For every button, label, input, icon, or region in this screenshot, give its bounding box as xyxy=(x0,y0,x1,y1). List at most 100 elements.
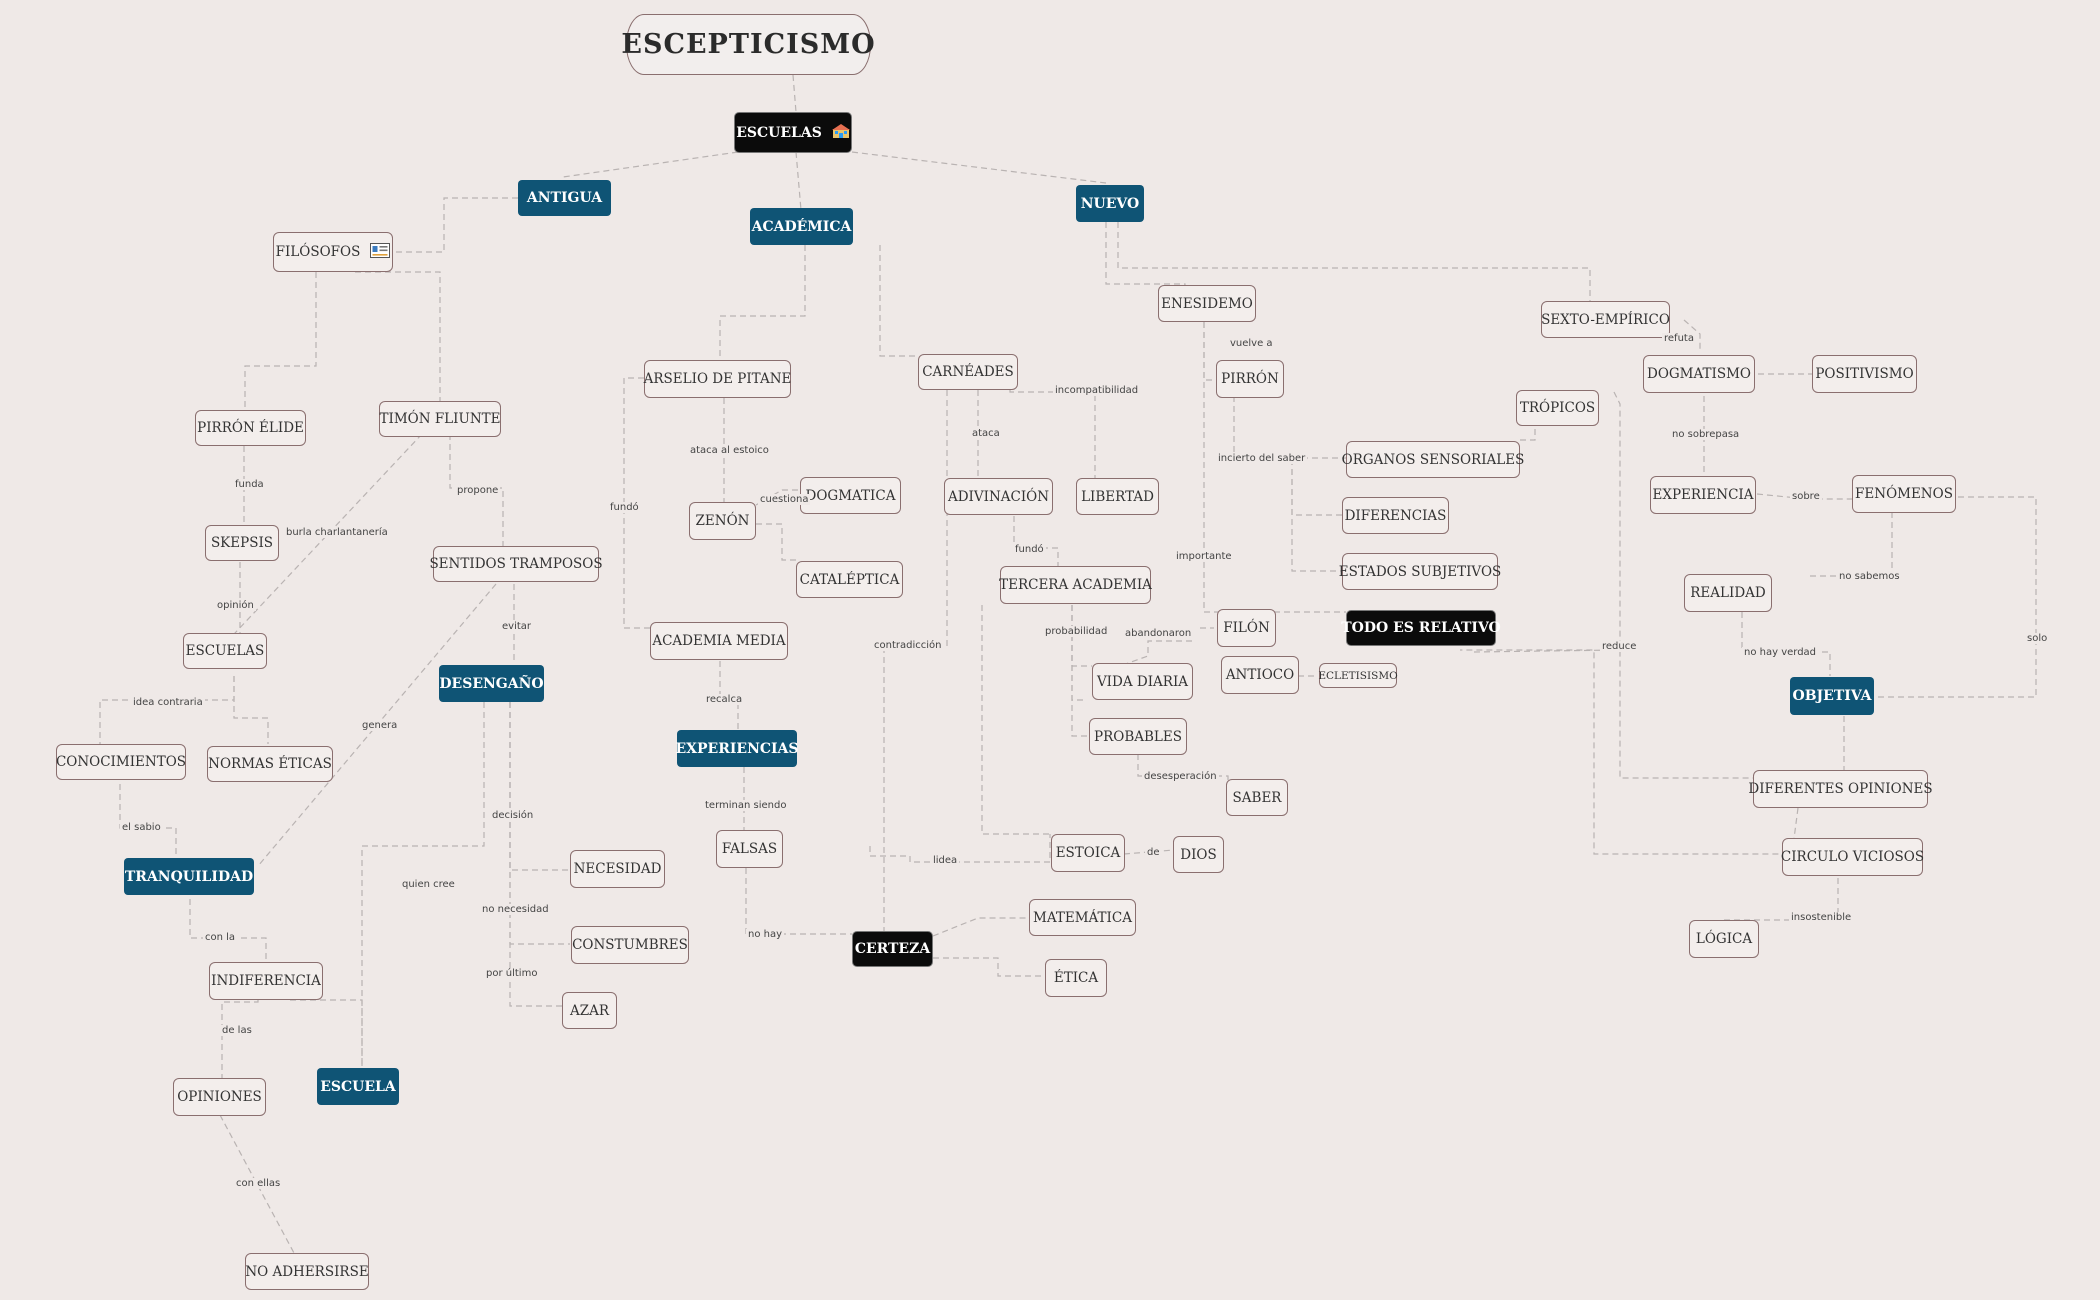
node-adivinacion[interactable]: ADIVINACIÓN xyxy=(944,478,1053,515)
link-label: incierto del saber xyxy=(1216,453,1308,464)
node-necesidad[interactable]: NECESIDAD xyxy=(570,850,665,888)
node-tercera-academia[interactable]: TERCERA ACADEMIA xyxy=(999,566,1152,604)
link-label: propone xyxy=(455,485,501,496)
node-certeza[interactable]: CERTEZA xyxy=(852,931,933,967)
node-fenomenos[interactable]: FENÓMENOS xyxy=(1852,475,1956,513)
link-label: contradicción xyxy=(872,640,944,651)
link-label: sobre xyxy=(1790,491,1822,502)
link-label: solo xyxy=(2025,633,2050,644)
node-pirron[interactable]: PIRRÓN xyxy=(1216,360,1284,398)
node-label: CIRCULO VICIOSOS xyxy=(1780,849,1925,865)
node-academia-media[interactable]: ACADEMIA MEDIA xyxy=(650,622,788,660)
link-label: no hay verdad xyxy=(1742,647,1819,658)
node-dios[interactable]: DIOS xyxy=(1173,836,1224,873)
id-card-icon xyxy=(370,242,391,262)
link-label: incompatibilidad xyxy=(1053,385,1141,396)
node-dogmatismo[interactable]: DOGMATISMO xyxy=(1643,355,1755,393)
node-pirron-elide[interactable]: PIRRÓN ÉLIDE xyxy=(195,410,306,446)
link-label: de xyxy=(1145,847,1162,858)
link-label: insostenible xyxy=(1789,912,1854,923)
node-label: DIFERENTES OPINIONES xyxy=(1748,781,1933,797)
node-label: ESTADOS SUBJETIVOS xyxy=(1338,563,1502,580)
node-azar[interactable]: AZAR xyxy=(562,992,617,1029)
node-experiencia[interactable]: EXPERIENCIA xyxy=(1650,476,1756,514)
link-label: con la xyxy=(203,932,238,943)
node-conocimientos[interactable]: CONOCIMIENTOS xyxy=(56,744,186,780)
node-enesidemo[interactable]: ENESIDEMO xyxy=(1158,285,1256,322)
link-label: importante xyxy=(1174,551,1234,562)
node-diferencias[interactable]: DIFERENCIAS xyxy=(1342,497,1449,534)
node-falsas[interactable]: FALSAS xyxy=(716,830,783,868)
node-logica[interactable]: LÓGICA xyxy=(1689,920,1759,958)
node-sentidos-tramposos[interactable]: SENTIDOS TRAMPOSOS xyxy=(429,546,603,582)
node-label: NORMAS ÉTICAS xyxy=(208,756,332,772)
node-academica[interactable]: ACADÉMICA xyxy=(750,208,853,245)
node-matematica[interactable]: MATEMÁTICA xyxy=(1029,899,1136,936)
node-vida-diaria[interactable]: VIDA DIARIA xyxy=(1092,663,1193,700)
node-label: FILÓSOFOS xyxy=(275,244,361,260)
node-sexto-empirico[interactable]: SEXTO-EMPÍRICO xyxy=(1541,301,1670,338)
node-label: FALSAS xyxy=(721,841,778,857)
node-objetiva[interactable]: OBJETIVA xyxy=(1790,677,1874,715)
node-estoica[interactable]: ESTOICA xyxy=(1051,834,1125,872)
node-carneades[interactable]: CARNÉADES xyxy=(918,354,1018,390)
node-label: PIRRÓN ÉLIDE xyxy=(197,420,304,436)
node-skepsis[interactable]: SKEPSIS xyxy=(205,525,279,561)
node-opiniones[interactable]: OPINIONES xyxy=(173,1078,266,1116)
node-tranquilidad[interactable]: TRANQUILIDAD xyxy=(124,858,254,895)
node-label: MATEMÁTICA xyxy=(1033,909,1132,926)
node-label: ECLETISISMO xyxy=(1318,669,1398,682)
node-desengano[interactable]: DESENGAÑO xyxy=(439,665,544,702)
node-escuelas-antigua[interactable]: ESCUELAS xyxy=(183,633,267,669)
link-label: refuta xyxy=(1662,333,1696,344)
node-no-adhersirse[interactable]: NO ADHERSIRSE xyxy=(245,1253,369,1290)
node-tropicos[interactable]: TRÓPICOS xyxy=(1516,390,1599,426)
link-label: no sabemos xyxy=(1837,571,1902,582)
node-label: SKEPSIS xyxy=(210,535,274,551)
link-label: decisión xyxy=(490,810,536,821)
node-label: DIFERENCIAS xyxy=(1344,507,1447,524)
map-title-text: ESCEPTICISMO xyxy=(621,29,876,60)
node-label: ENESIDEMO xyxy=(1161,295,1253,312)
node-indiferencia[interactable]: INDIFERENCIA xyxy=(209,962,323,1000)
node-label: ESCUELAS xyxy=(736,124,822,141)
node-timon-fliunte[interactable]: TIMÓN FLIUNTE xyxy=(379,401,501,437)
node-antigua[interactable]: ANTIGUA xyxy=(518,180,611,216)
node-realidad[interactable]: REALIDAD xyxy=(1684,574,1772,612)
node-cataleptica[interactable]: CATALÉPTICA xyxy=(796,561,903,598)
node-label: EXPERIENCIA xyxy=(1652,487,1754,503)
link-label: con ellas xyxy=(234,1178,283,1189)
node-zenon[interactable]: ZENÓN xyxy=(689,502,756,540)
node-filosofos[interactable]: FILÓSOFOS xyxy=(273,232,393,272)
link-label: ataca xyxy=(970,428,1002,439)
link-label: lidea xyxy=(931,855,960,866)
node-normas-eticas[interactable]: NORMAS ÉTICAS xyxy=(207,746,333,782)
node-estados-subjetivos[interactable]: ESTADOS SUBJETIVOS xyxy=(1339,553,1501,590)
node-experiencias[interactable]: EXPERIENCIAS xyxy=(675,730,799,767)
node-etica[interactable]: ÉTICA xyxy=(1045,959,1107,997)
link-label: idea contraria xyxy=(131,697,205,708)
node-label: ZENÓN xyxy=(695,513,750,529)
node-filon[interactable]: FILÓN xyxy=(1217,609,1276,647)
node-constumbres[interactable]: CONSTUMBRES xyxy=(571,926,689,964)
node-escuelas[interactable]: ESCUELAS xyxy=(734,112,852,153)
node-organos-sensoriales[interactable]: ORGANOS SENSORIALES xyxy=(1342,441,1524,478)
node-positivismo[interactable]: POSITIVISMO xyxy=(1812,355,1917,393)
node-nuevo[interactable]: NUEVO xyxy=(1076,185,1144,222)
node-saber[interactable]: SABER xyxy=(1226,779,1288,816)
node-antioco[interactable]: ANTIOCO xyxy=(1221,656,1299,694)
node-arselio[interactable]: ARSELIO DE PITANE xyxy=(644,360,791,398)
node-probables[interactable]: PROBABLES xyxy=(1089,718,1187,755)
node-circulo-viciosos[interactable]: CIRCULO VICIOSOS xyxy=(1780,838,1925,876)
node-label: AZAR xyxy=(569,1002,610,1019)
link-label: el sabio xyxy=(120,822,163,833)
node-diferentes-opiniones[interactable]: DIFERENTES OPINIONES xyxy=(1748,770,1933,808)
node-escuela[interactable]: ESCUELA xyxy=(317,1068,399,1105)
node-todo-es-relativo[interactable]: TODO ES RELATIVO xyxy=(1341,610,1501,646)
node-label: DIOS xyxy=(1180,846,1217,863)
node-libertad[interactable]: LIBERTAD xyxy=(1076,478,1159,515)
node-dogmatica[interactable]: DOGMATICA xyxy=(800,477,901,514)
node-ecletisismo[interactable]: ECLETISISMO xyxy=(1318,663,1398,688)
node-label: OPINIONES xyxy=(177,1089,262,1105)
